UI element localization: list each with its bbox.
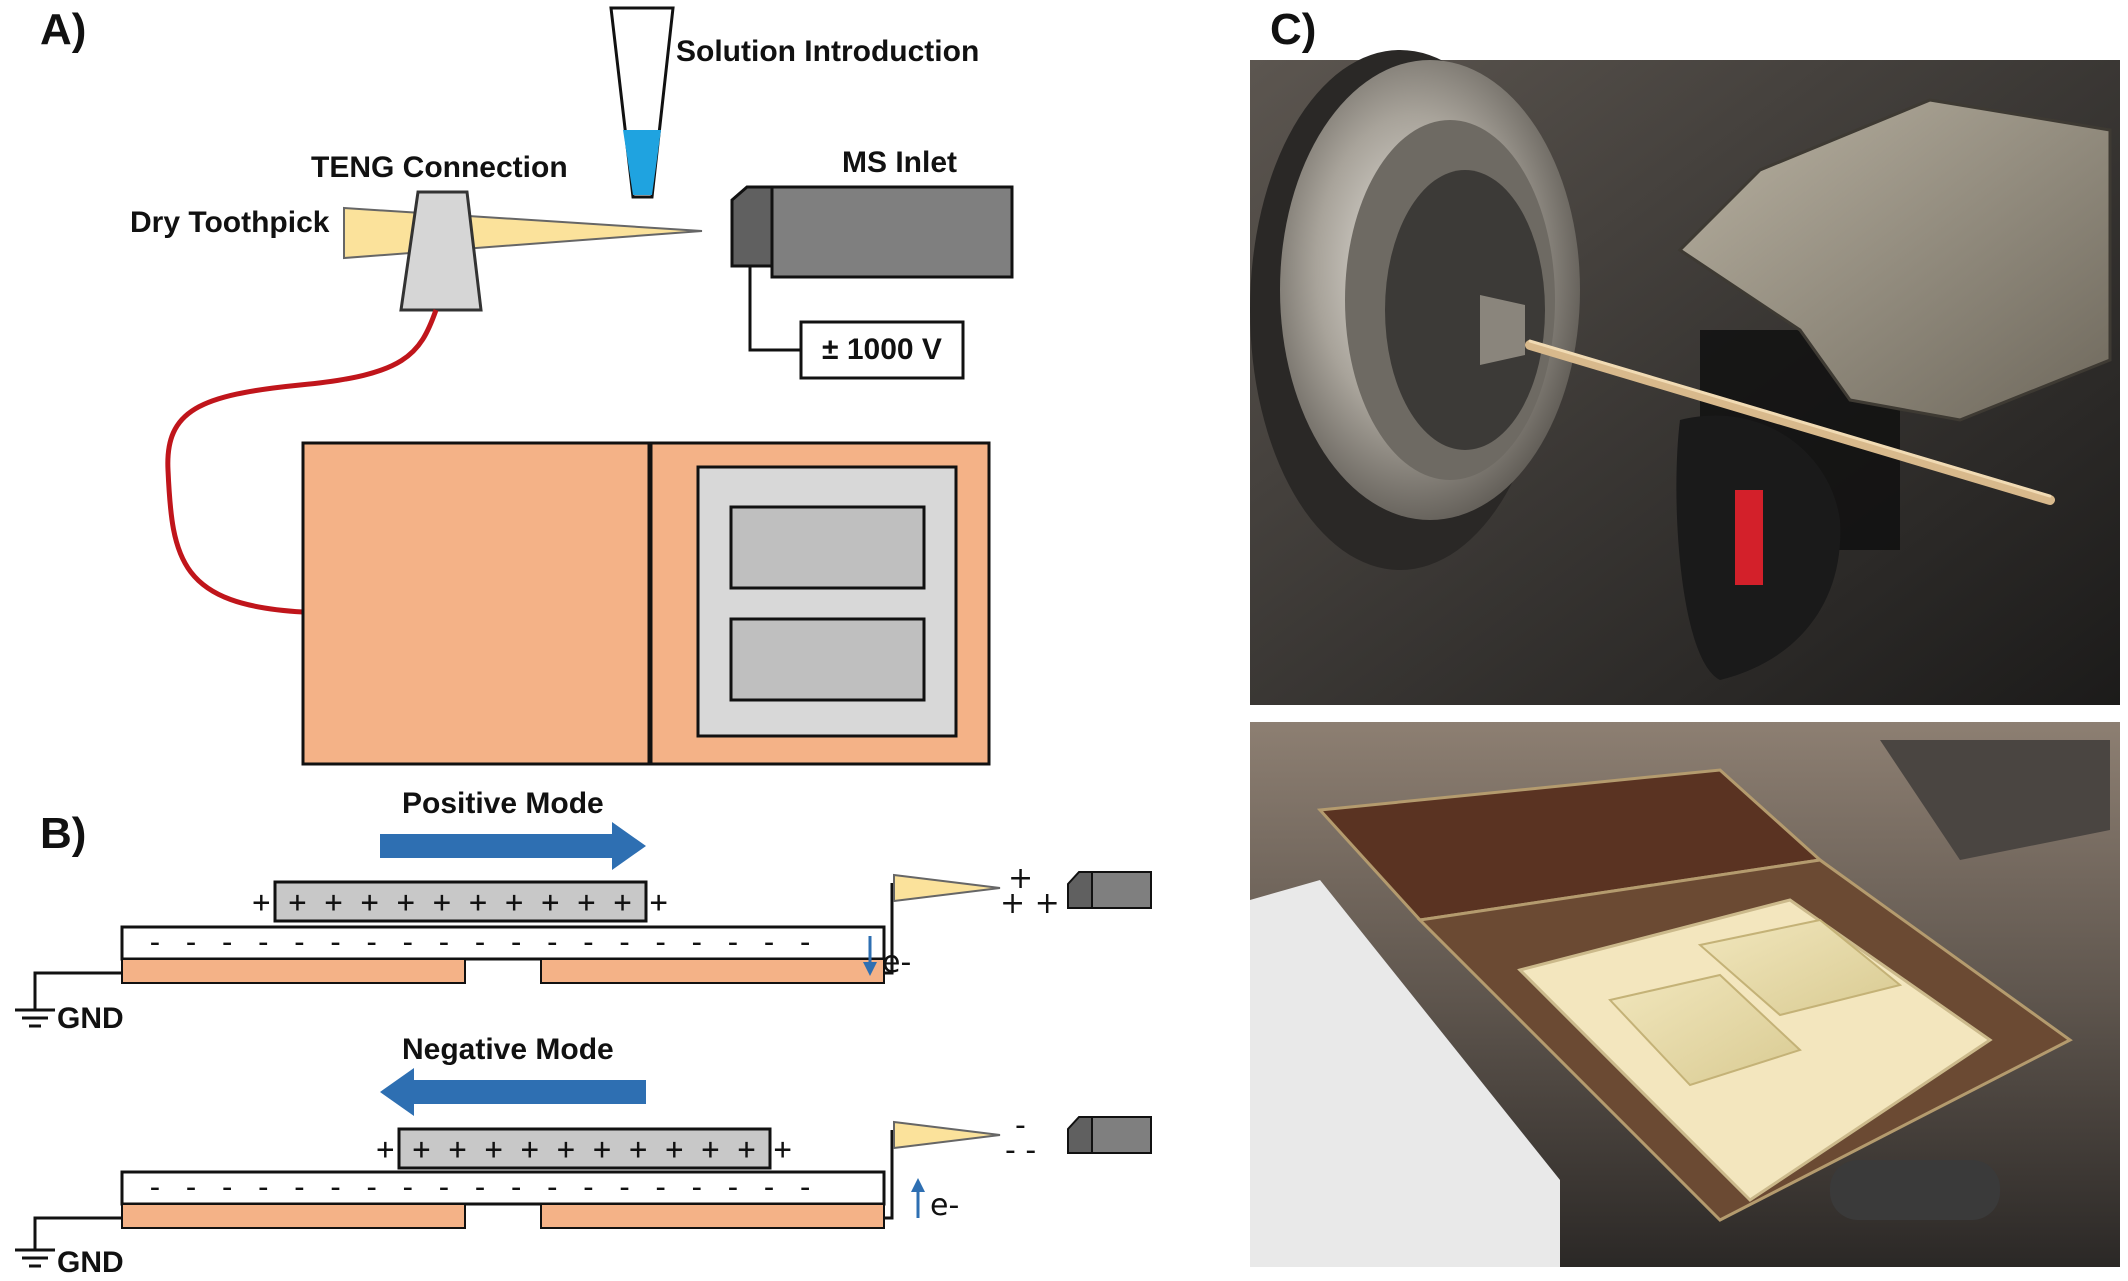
positive-dielectric-charges: - - - - - - - - - - - - - - - - - - - bbox=[146, 925, 814, 960]
negative-slider bbox=[397, 1127, 772, 1170]
teng-connector bbox=[399, 190, 483, 312]
negative-electron-label: e- bbox=[930, 1188, 959, 1223]
positive-electrode-right bbox=[540, 958, 885, 984]
teng-wire bbox=[165, 309, 439, 615]
photo-red-clip bbox=[1735, 490, 1763, 585]
photo-cheese-slice-2 bbox=[1697, 918, 1903, 1017]
photo-setup-bottom bbox=[1250, 722, 2120, 1267]
toothpick bbox=[343, 206, 703, 260]
positive-gnd-label: GND bbox=[57, 1002, 124, 1035]
solution-introduction-label: Solution Introduction bbox=[676, 35, 979, 68]
negative-dielectric-charges: - - - - - - - - - - - - - - - - - - - bbox=[146, 1170, 814, 1205]
negative-mode-arrow bbox=[380, 1068, 646, 1116]
positive-mode-arrow bbox=[380, 822, 646, 870]
positive-slider bbox=[273, 880, 648, 923]
voltage-label: ± 1000 V bbox=[822, 333, 942, 366]
ms-inlet-label: MS Inlet bbox=[842, 146, 957, 179]
negative-mode-label: Negative Mode bbox=[402, 1033, 614, 1066]
positive-ground-icon bbox=[15, 1008, 55, 1028]
negative-ms-nozzle bbox=[1067, 1116, 1093, 1154]
negative-toothpick bbox=[893, 1120, 1001, 1150]
positive-ms-inlet bbox=[1091, 871, 1152, 909]
teng-pad-top bbox=[729, 505, 926, 590]
negative-gnd-label: GND bbox=[57, 1246, 124, 1279]
negative-tip-charge-top: - bbox=[1015, 1108, 1026, 1143]
photo-cheese-slice-1 bbox=[1608, 973, 1802, 1087]
voltage-box bbox=[799, 320, 965, 380]
negative-ground-icon bbox=[15, 1248, 55, 1268]
photo-clamp bbox=[1677, 98, 2112, 422]
negative-ms-inlet bbox=[1091, 1116, 1152, 1154]
teng-pad-bottom bbox=[729, 617, 926, 702]
negative-dielectric bbox=[120, 1170, 886, 1206]
positive-electron-arrowhead bbox=[863, 962, 877, 976]
positive-tip-charge-bottom: + + bbox=[1000, 886, 1060, 921]
negative-slider-charges: + + + + + + + + + + + + bbox=[376, 1132, 791, 1167]
negative-tip-wire bbox=[884, 1130, 894, 1220]
positive-dielectric bbox=[120, 925, 886, 961]
panel-label-b: B) bbox=[40, 809, 86, 858]
positive-ground-wire bbox=[33, 971, 122, 1010]
negative-electrode-left bbox=[121, 1203, 466, 1229]
voltage-wire bbox=[748, 266, 801, 352]
positive-tip-wire bbox=[884, 883, 894, 975]
solution-droplet bbox=[623, 130, 661, 195]
negative-electrode-right bbox=[540, 1203, 885, 1229]
positive-ms-nozzle bbox=[1067, 871, 1093, 909]
positive-tip-charge-top: + bbox=[1008, 861, 1033, 896]
ms-inlet-nozzle bbox=[730, 185, 774, 268]
pipette bbox=[609, 6, 675, 199]
photo-setup-top bbox=[1250, 50, 2120, 705]
ms-inlet-body bbox=[770, 185, 1014, 279]
positive-electrode-left bbox=[121, 958, 466, 984]
photo-toothpick bbox=[1525, 340, 2055, 505]
panel-label-c: C) bbox=[1270, 5, 1316, 54]
negative-tip-charge-bottom: - - bbox=[1005, 1133, 1036, 1168]
positive-mode-label: Positive Mode bbox=[402, 787, 604, 820]
negative-electron-arrowhead bbox=[911, 1178, 925, 1192]
positive-electron-label: e- bbox=[882, 945, 911, 980]
dry-toothpick-label: Dry Toothpick bbox=[130, 206, 330, 239]
positive-toothpick bbox=[893, 873, 1001, 903]
teng-connection-label: TENG Connection bbox=[311, 151, 568, 184]
positive-slider-charges: + + + + + + + + + + + + bbox=[252, 885, 667, 920]
panel-label-a: A) bbox=[40, 5, 86, 54]
negative-ground-wire bbox=[33, 1216, 122, 1250]
